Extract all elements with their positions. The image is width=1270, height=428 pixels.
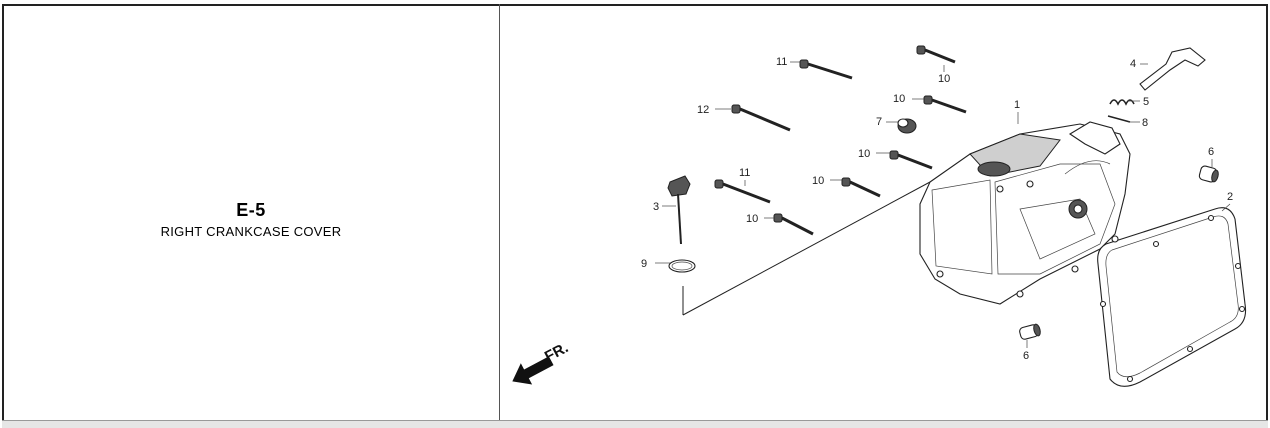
- section-title: RIGHT CRANKCASE COVER: [160, 224, 342, 239]
- callout-10: 10: [893, 93, 905, 105]
- callout-4: 4: [1130, 58, 1136, 70]
- assembly-guide-line: [682, 181, 931, 316]
- parts-diagram: 11 10 10 12 7 1 4 5 8 10 6 2 11 10 3 10 …: [500, 4, 1266, 420]
- callout-10: 10: [858, 148, 870, 160]
- dowel-pin-upper: [1198, 165, 1219, 183]
- callout-7: 7: [876, 116, 882, 128]
- callout-10: 10: [746, 213, 758, 225]
- callout-11: 11: [776, 56, 787, 68]
- callout-3: 3: [653, 201, 659, 213]
- gasket-part: [1097, 207, 1247, 387]
- callout-8: 8: [1142, 117, 1148, 129]
- bolt-10-second: [923, 95, 967, 114]
- bolt-10-bottom: [773, 213, 814, 236]
- right-crankcase-cover-part: [919, 121, 1131, 305]
- callout-12: 12: [697, 104, 709, 116]
- bolt-12: [731, 104, 791, 132]
- bolt-10-top: [916, 45, 956, 64]
- bolt-11-upper: [799, 59, 853, 80]
- oil-level-gauge-part: [667, 175, 691, 245]
- dowel-pin-lower: [1019, 323, 1041, 340]
- section-label-panel: E-5 RIGHT CRANKCASE COVER: [2, 4, 500, 420]
- section-code: E-5: [236, 200, 266, 220]
- callout-9: 9: [641, 258, 647, 270]
- bolt-10-fourth: [841, 177, 881, 198]
- next-row-strip: [2, 420, 1268, 428]
- callout-5: 5: [1143, 96, 1149, 108]
- arm-part: [1139, 47, 1206, 91]
- front-direction-arrow-icon: [512, 356, 554, 385]
- callout-2: 2: [1227, 191, 1233, 203]
- callout-6: 6: [1208, 146, 1214, 158]
- collar-part: [897, 118, 917, 134]
- pin-part: [1107, 115, 1131, 123]
- callout-11: 11: [739, 167, 750, 179]
- callout-1: 1: [1014, 99, 1020, 111]
- spring-part: [1109, 99, 1135, 106]
- callout-6: 6: [1023, 350, 1029, 362]
- bolt-10-third: [889, 150, 933, 170]
- bolt-11-lower: [714, 179, 771, 204]
- callout-10: 10: [812, 175, 824, 187]
- callout-10: 10: [938, 73, 950, 85]
